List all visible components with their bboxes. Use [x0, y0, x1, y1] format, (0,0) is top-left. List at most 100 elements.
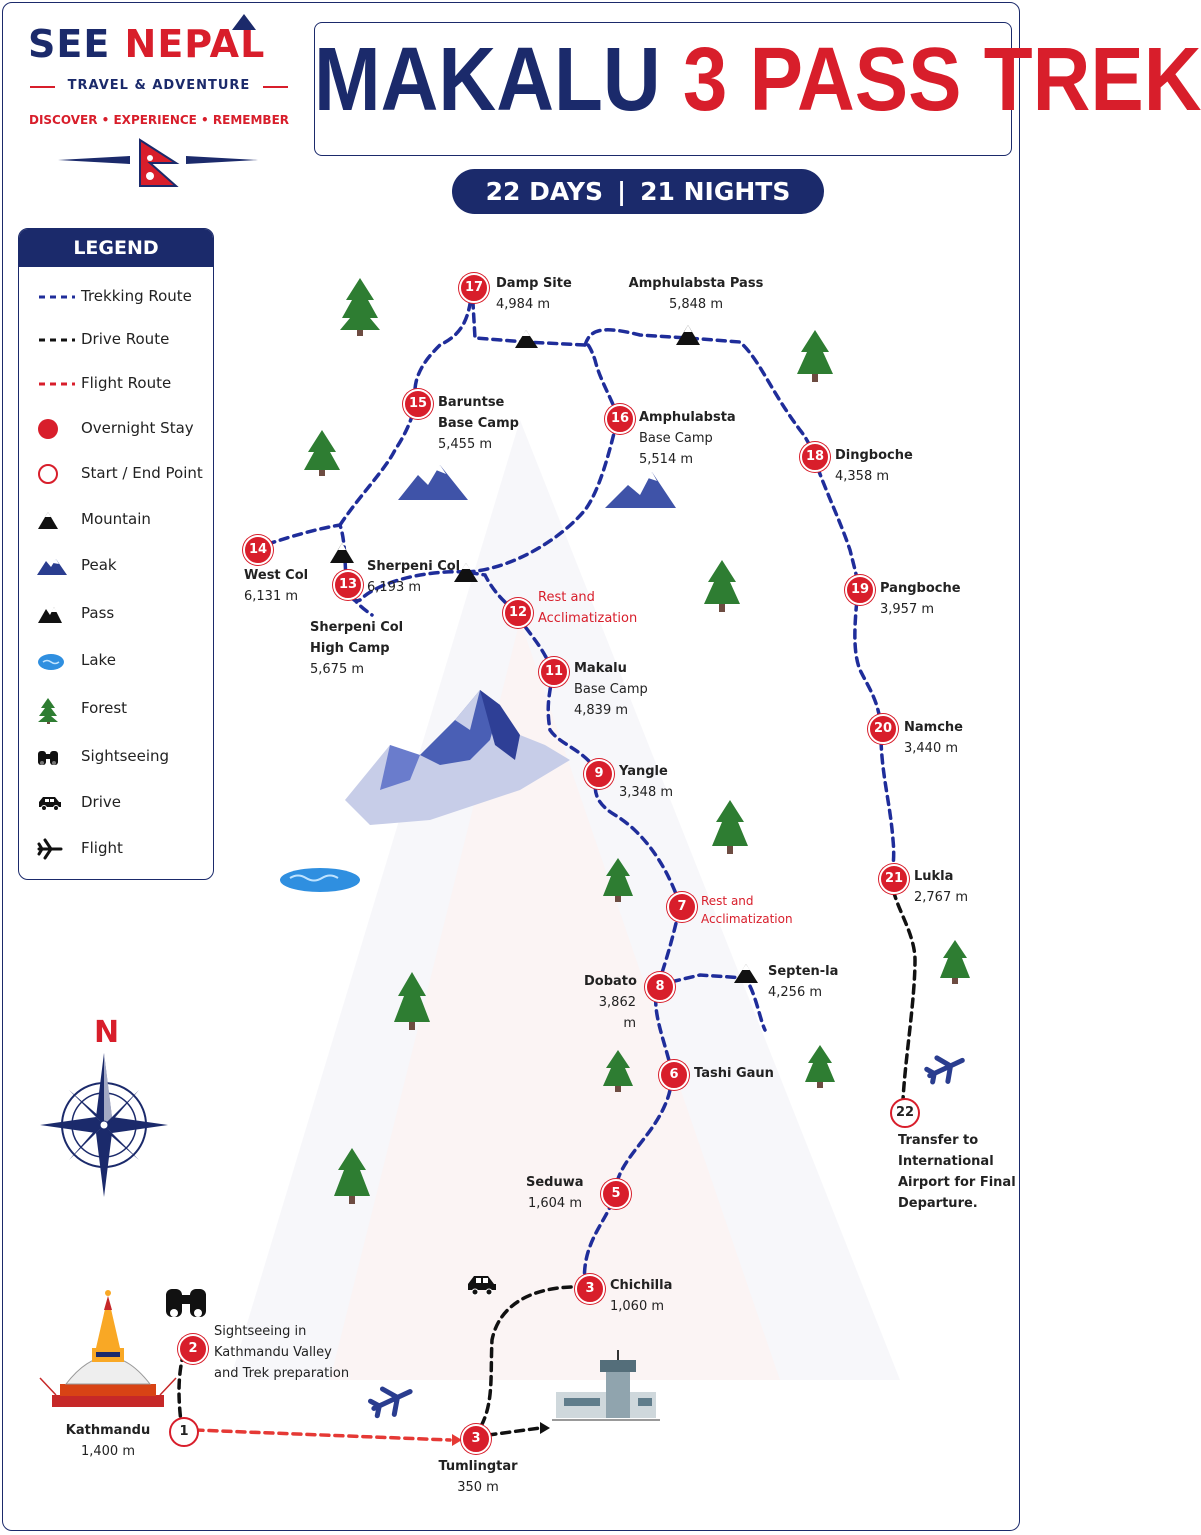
label-baruntse-base-camp: Baruntse Base Camp 5,455 m	[438, 395, 519, 452]
brand-decorations	[30, 14, 288, 187]
stop-marker-7[interactable]: 7	[667, 892, 697, 922]
legend-label: Flight	[81, 839, 123, 857]
trekking-route	[254, 284, 896, 1289]
peak-icon-amphulabsta	[605, 472, 676, 508]
legend-item-drive: Drive	[19, 788, 213, 818]
mountain-icon-west-col	[330, 543, 354, 563]
plane-icon	[37, 838, 63, 860]
plane-icon-map-2	[924, 1055, 965, 1085]
stop-marker-13[interactable]: 13	[333, 570, 363, 600]
drive-route-line	[39, 338, 75, 342]
label-west-col: West Col 6,131 m	[244, 568, 309, 604]
label-tashi-gaun: Tashi Gaun	[694, 1066, 774, 1081]
legend-item-flight: Flight	[19, 834, 213, 864]
legend-item-mountain: Mountain	[19, 505, 213, 535]
stop-marker-1[interactable]: 1	[169, 1417, 199, 1447]
tree-icon	[334, 1148, 370, 1204]
tree-icon	[394, 972, 430, 1030]
legend-label: Drive Route	[81, 330, 170, 348]
legend-item-peak: Peak	[19, 551, 213, 581]
label-stop-7-note: Rest and Acclimatization	[701, 894, 793, 926]
logo-mountain-icon	[232, 14, 256, 30]
route-segment-17-ridge	[470, 284, 587, 347]
label-stop-2-note: Sightseeing in Kathmandu Valley and Trek…	[214, 1324, 350, 1381]
legend-panel: LEGEND Trekking Route Drive Route Flight…	[18, 228, 214, 880]
route-segment-3-6	[582, 1071, 674, 1289]
tree-icon	[712, 800, 748, 854]
legend-label: Lake	[81, 651, 116, 669]
label-lukla: Lukla 2,767 m	[914, 869, 969, 905]
stop-marker-14[interactable]: 14	[243, 535, 273, 565]
stop-marker-5[interactable]: 5	[601, 1179, 631, 1209]
stop-marker-2[interactable]: 2	[178, 1334, 208, 1364]
flight-segment-ktm-tumlingtar	[193, 1428, 452, 1442]
stop-marker-11[interactable]: 11	[539, 657, 569, 687]
stop-marker-8[interactable]: 8	[645, 972, 675, 1002]
route-segment-pass-18	[583, 328, 815, 457]
stop-marker-17[interactable]: 17	[459, 273, 489, 303]
drive-segment-tumlingtar-chichilla	[472, 1285, 587, 1439]
tree-icon	[704, 560, 740, 612]
stop-marker-3-chichilla[interactable]: 3	[575, 1274, 605, 1304]
start-end-ring-icon	[38, 464, 58, 484]
label-pangboche: Pangboche 3,957 m	[880, 581, 961, 617]
stop-marker-18[interactable]: 18	[800, 442, 830, 472]
legend-label: Start / End Point	[81, 464, 203, 482]
legend-item-drive-route: Drive Route	[19, 325, 213, 355]
car-icon-map	[468, 1276, 496, 1296]
stop-marker-12[interactable]: 12	[503, 598, 533, 628]
brand-name-part1: SEE	[28, 22, 111, 66]
drive-segment-lukla-end	[890, 875, 917, 1102]
legend-label: Pass	[81, 604, 115, 622]
title-part2: 3 PASS TREK	[682, 29, 1201, 129]
pass-icon-sherpeni-col	[454, 563, 478, 582]
route-segment-15-17	[413, 284, 474, 404]
label-sherpeni-col-high-camp: Sherpeni Col High Camp 5,675 m	[310, 620, 404, 677]
title-part1: MAKALU	[314, 29, 661, 129]
legend-item-start-end: Start / End Point	[19, 459, 213, 489]
tree-icon	[38, 698, 58, 724]
compass-rose-icon	[40, 1053, 168, 1197]
stop-marker-20[interactable]: 20	[868, 714, 898, 744]
legend-label: Drive	[81, 793, 121, 811]
label-makalu-base-camp: Makalu Base Camp 4,839 m	[574, 661, 648, 718]
legend-item-forest: Forest	[19, 694, 213, 724]
label-yangle: Yangle 3,348 m	[619, 764, 674, 800]
label-dobato: Dobato 3,862 m	[584, 974, 637, 1031]
duration-separator: |	[616, 177, 627, 206]
stop-marker-6[interactable]: 6	[659, 1060, 689, 1090]
stop-marker-3-tumlingtar[interactable]: 3	[461, 1424, 491, 1454]
stupa-icon	[39, 1290, 177, 1407]
legend-label: Trekking Route	[81, 287, 192, 305]
stop-marker-9[interactable]: 9	[584, 759, 614, 789]
legend-label: Mountain	[81, 510, 151, 528]
label-tumlingtar: Tumlingtar 350 m	[438, 1459, 518, 1495]
title-box	[314, 22, 1012, 156]
route-segment-14-15	[338, 400, 418, 527]
legend-item-trekking-route: Trekking Route	[19, 282, 213, 312]
background-mountain-watermark	[0, 0, 1024, 1535]
duration-badge: 22 DAYS | 21 NIGHTS	[452, 169, 824, 214]
legend-item-flight-route: Flight Route	[19, 369, 213, 399]
legend-title: LEGEND	[19, 229, 213, 267]
route-segment-20-21	[879, 725, 896, 879]
pass-icon-damp-site	[515, 330, 538, 348]
stop-marker-22[interactable]: 22	[890, 1098, 920, 1128]
label-damp-site: Damp Site 4,984 m	[496, 276, 572, 312]
stop-marker-15[interactable]: 15	[403, 389, 433, 419]
nepal-flag-icon	[139, 138, 180, 187]
stop-marker-19[interactable]: 19	[845, 575, 875, 605]
legend-label: Forest	[81, 699, 128, 717]
drive-segment-tumlingtar-airport	[472, 1426, 542, 1439]
tree-icon	[603, 1050, 633, 1092]
stop-marker-21[interactable]: 21	[879, 864, 909, 894]
tree-icon	[797, 330, 833, 382]
route-segment-19-20	[853, 586, 883, 729]
makalu-mountain-illustration	[345, 690, 570, 825]
label-dingboche: Dingboche 4,358 m	[835, 448, 913, 484]
label-amphulabsta-base-camp: Amphulabsta Base Camp 5,514 m	[639, 410, 736, 467]
legend-label: Flight Route	[81, 374, 172, 392]
map-graphics	[39, 278, 970, 1446]
pass-icon-septen-la	[734, 964, 758, 983]
stop-marker-16[interactable]: 16	[605, 404, 635, 434]
